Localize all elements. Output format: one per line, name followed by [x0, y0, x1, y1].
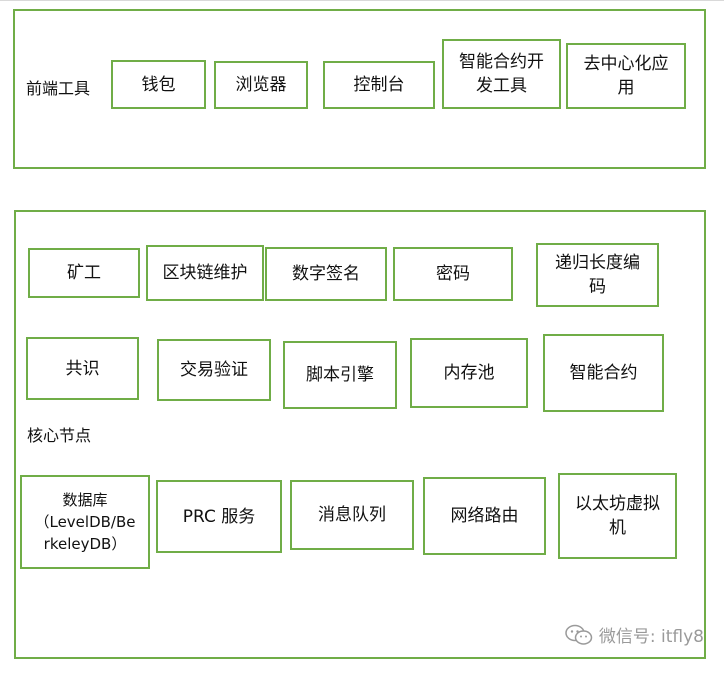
- rlp-encoding-box: 递归长度编 码: [536, 243, 659, 307]
- wechat-icon: [565, 624, 593, 645]
- script-engine-box: 脚本引擎: [283, 341, 397, 409]
- network-routing-box: 网络路由: [423, 477, 546, 555]
- frontend-tools-label: 前端工具: [26, 79, 91, 98]
- transaction-validation-box: 交易验证: [157, 339, 271, 401]
- message-queue-box: 消息队列: [290, 480, 414, 550]
- smart-contract-dev-tools-box: 智能合约开 发工具: [442, 39, 561, 109]
- miner-box: 矿工: [28, 248, 140, 298]
- top-rule: [0, 0, 724, 1]
- dapp-box: 去中心化应 用: [566, 43, 686, 109]
- watermark-text: 微信号: itfly8: [598, 627, 704, 647]
- blockchain-maintenance-box: 区块链维护: [146, 245, 264, 301]
- browser-box: 浏览器: [214, 61, 308, 109]
- console-box: 控制台: [323, 61, 435, 109]
- core-node-label: 核心节点: [27, 426, 92, 445]
- wallet-box: 钱包: [111, 60, 206, 109]
- cryptography-box: 密码: [393, 247, 513, 301]
- digital-signature-box: 数字签名: [265, 247, 387, 301]
- mempool-box: 内存池: [410, 338, 528, 408]
- smart-contract-box: 智能合约: [543, 334, 664, 412]
- database-box: 数据库 （LevelDB/Be rkeleyDB）: [20, 475, 150, 569]
- ethereum-vm-box: 以太坊虚拟 机: [558, 473, 677, 559]
- rpc-service-box: PRC 服务: [156, 480, 282, 553]
- watermark: 微信号: itfly8: [565, 622, 704, 647]
- consensus-box: 共识: [26, 337, 139, 400]
